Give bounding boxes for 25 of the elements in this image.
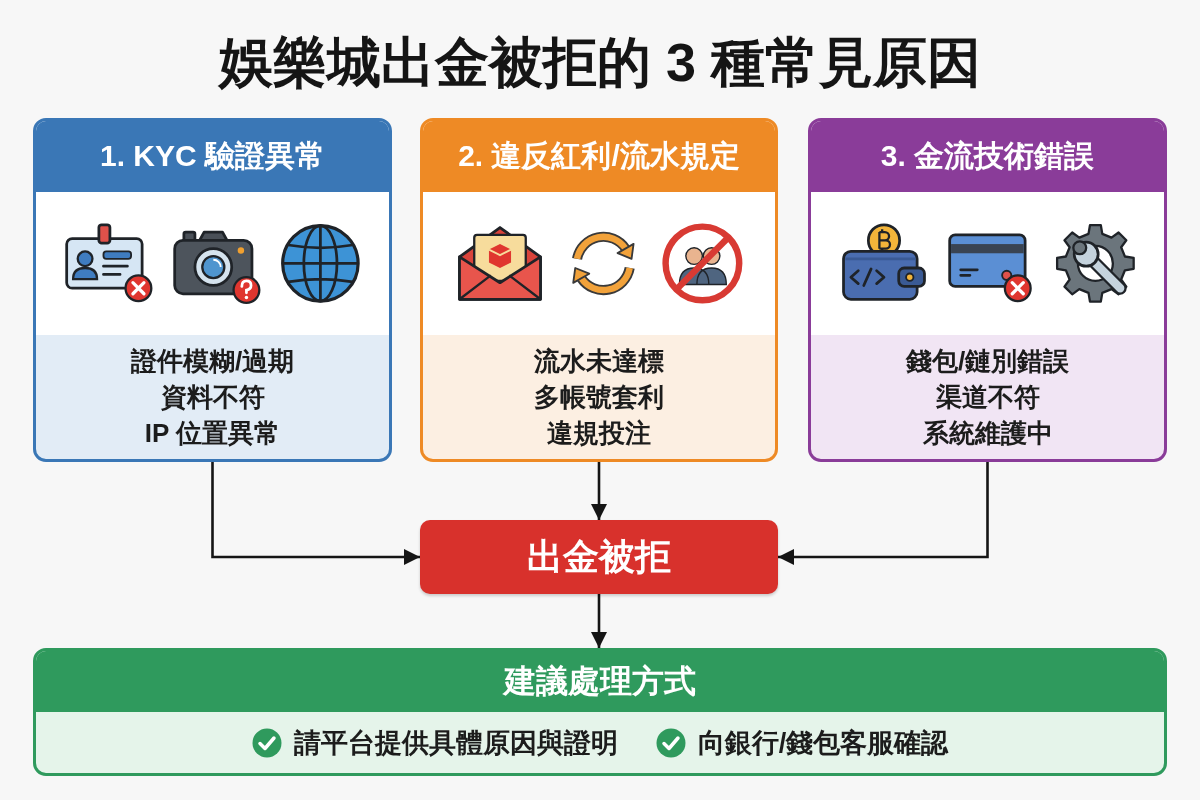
advice-panel <box>33 648 1167 776</box>
list-item: 證件模糊/過期 <box>130 345 295 378</box>
list-item: 請平台提供具體原因與證明 <box>293 726 618 760</box>
list-item: 多帳號套利 <box>534 381 664 414</box>
category-card <box>33 118 392 462</box>
card-header: 1. KYC 驗證異常 <box>36 121 389 192</box>
arrow <box>591 594 607 648</box>
arrow <box>778 462 989 565</box>
arrow <box>591 462 607 520</box>
panel-header: 建議處理方式 <box>36 651 1164 712</box>
category-card <box>808 118 1167 462</box>
arrow <box>211 462 420 565</box>
card-header: 2. 違反紅利/流水規定 <box>423 121 775 192</box>
list-item: 渠道不符 <box>935 381 1040 414</box>
list-item: 向銀行/錢包客服確認 <box>697 726 949 760</box>
list-item: 錢包/鏈別錯誤 <box>905 345 1070 378</box>
list-item: 資料不符 <box>160 381 265 414</box>
list-item: 流水未達標 <box>534 345 664 378</box>
category-card <box>420 118 778 462</box>
list-item: 系統維護中 <box>922 417 1053 450</box>
result-box: 出金被拒 <box>420 520 778 594</box>
list-item: IP 位置異常 <box>144 417 281 450</box>
card-header: 3. 金流技術錯誤 <box>811 121 1164 192</box>
list-item: 違規投注 <box>547 417 651 450</box>
title: 娛樂城出金被拒的 3 種常見原因 <box>219 31 981 94</box>
